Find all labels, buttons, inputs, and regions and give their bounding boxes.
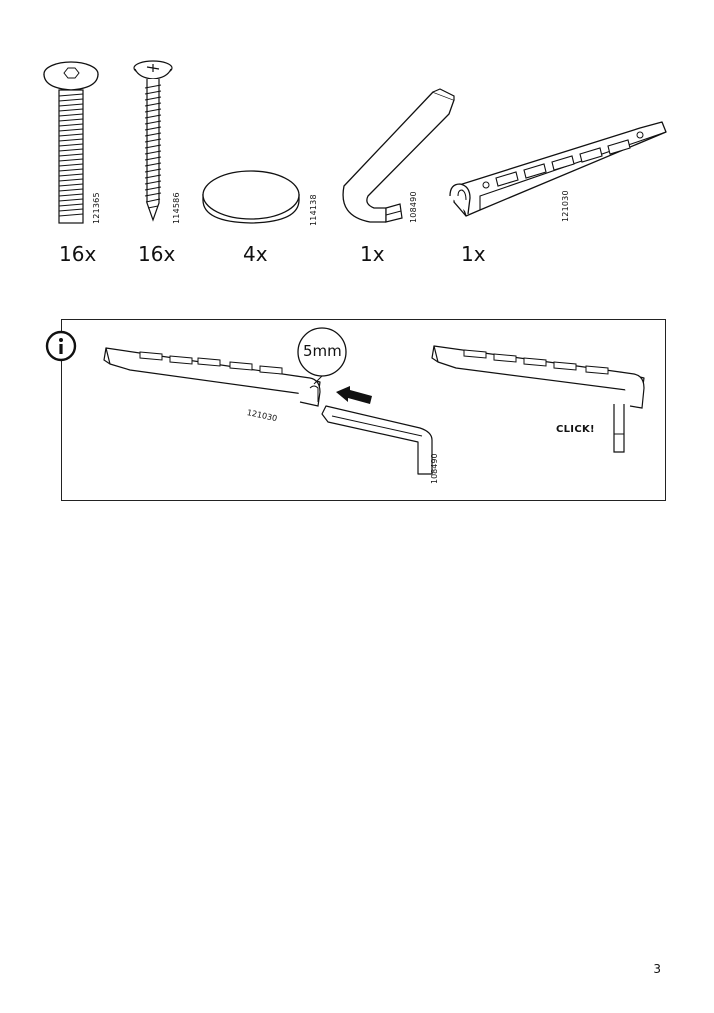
part-number-allen-key: 108490 — [409, 191, 418, 223]
part-number-screw: 114586 — [172, 192, 181, 224]
part-number-rail: 121030 — [561, 190, 570, 222]
bolt-part — [42, 60, 102, 230]
felt-pad-icon — [202, 170, 300, 224]
quantity-screw: 16x — [138, 242, 176, 266]
info-panel — [61, 319, 666, 501]
rail-right-illustration — [430, 338, 660, 458]
rail-left-illustration — [100, 336, 450, 486]
part-number-glide: 114138 — [309, 194, 318, 226]
rail-bracket-icon — [449, 121, 667, 217]
quantity-glide: 4x — [243, 242, 268, 266]
rail-part — [440, 110, 670, 230]
info-icon — [45, 330, 77, 362]
page-number: 3 — [653, 962, 661, 976]
glide-part — [200, 168, 304, 228]
size-callout — [292, 326, 356, 386]
quantity-allen-key: 1x — [360, 242, 385, 266]
part-number-bolt: 121365 — [92, 192, 101, 224]
size-callout-label: 5mm — [303, 342, 342, 360]
rail-clicked-icon — [431, 345, 645, 453]
click-label: CLICK! — [556, 424, 595, 435]
quantity-bolt: 16x — [59, 242, 97, 266]
wood-screw-icon — [133, 60, 173, 222]
info-key-part-number: 108490 — [430, 453, 439, 484]
rail-insert-icon — [103, 347, 433, 475]
quantity-rail: 1x — [461, 242, 486, 266]
allen-key-icon — [342, 88, 455, 223]
screw-part — [133, 58, 177, 223]
allen-key-part — [328, 86, 458, 231]
bolt-icon — [43, 61, 99, 224]
